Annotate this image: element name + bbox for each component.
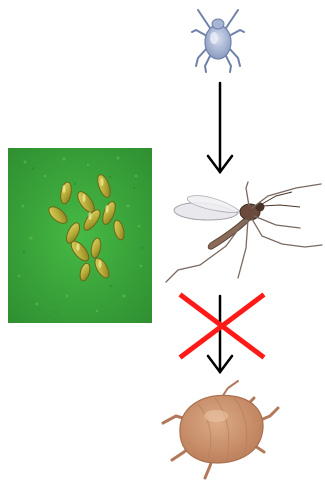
aphid-eggs-on-leaf-icon: [8, 148, 152, 323]
mite-icon: [192, 10, 244, 72]
midge-icon: [166, 182, 322, 282]
arrow-mite-to-midge: [208, 83, 232, 172]
blocked-cross-icon: [182, 296, 262, 356]
aphid-icon: [163, 381, 278, 478]
